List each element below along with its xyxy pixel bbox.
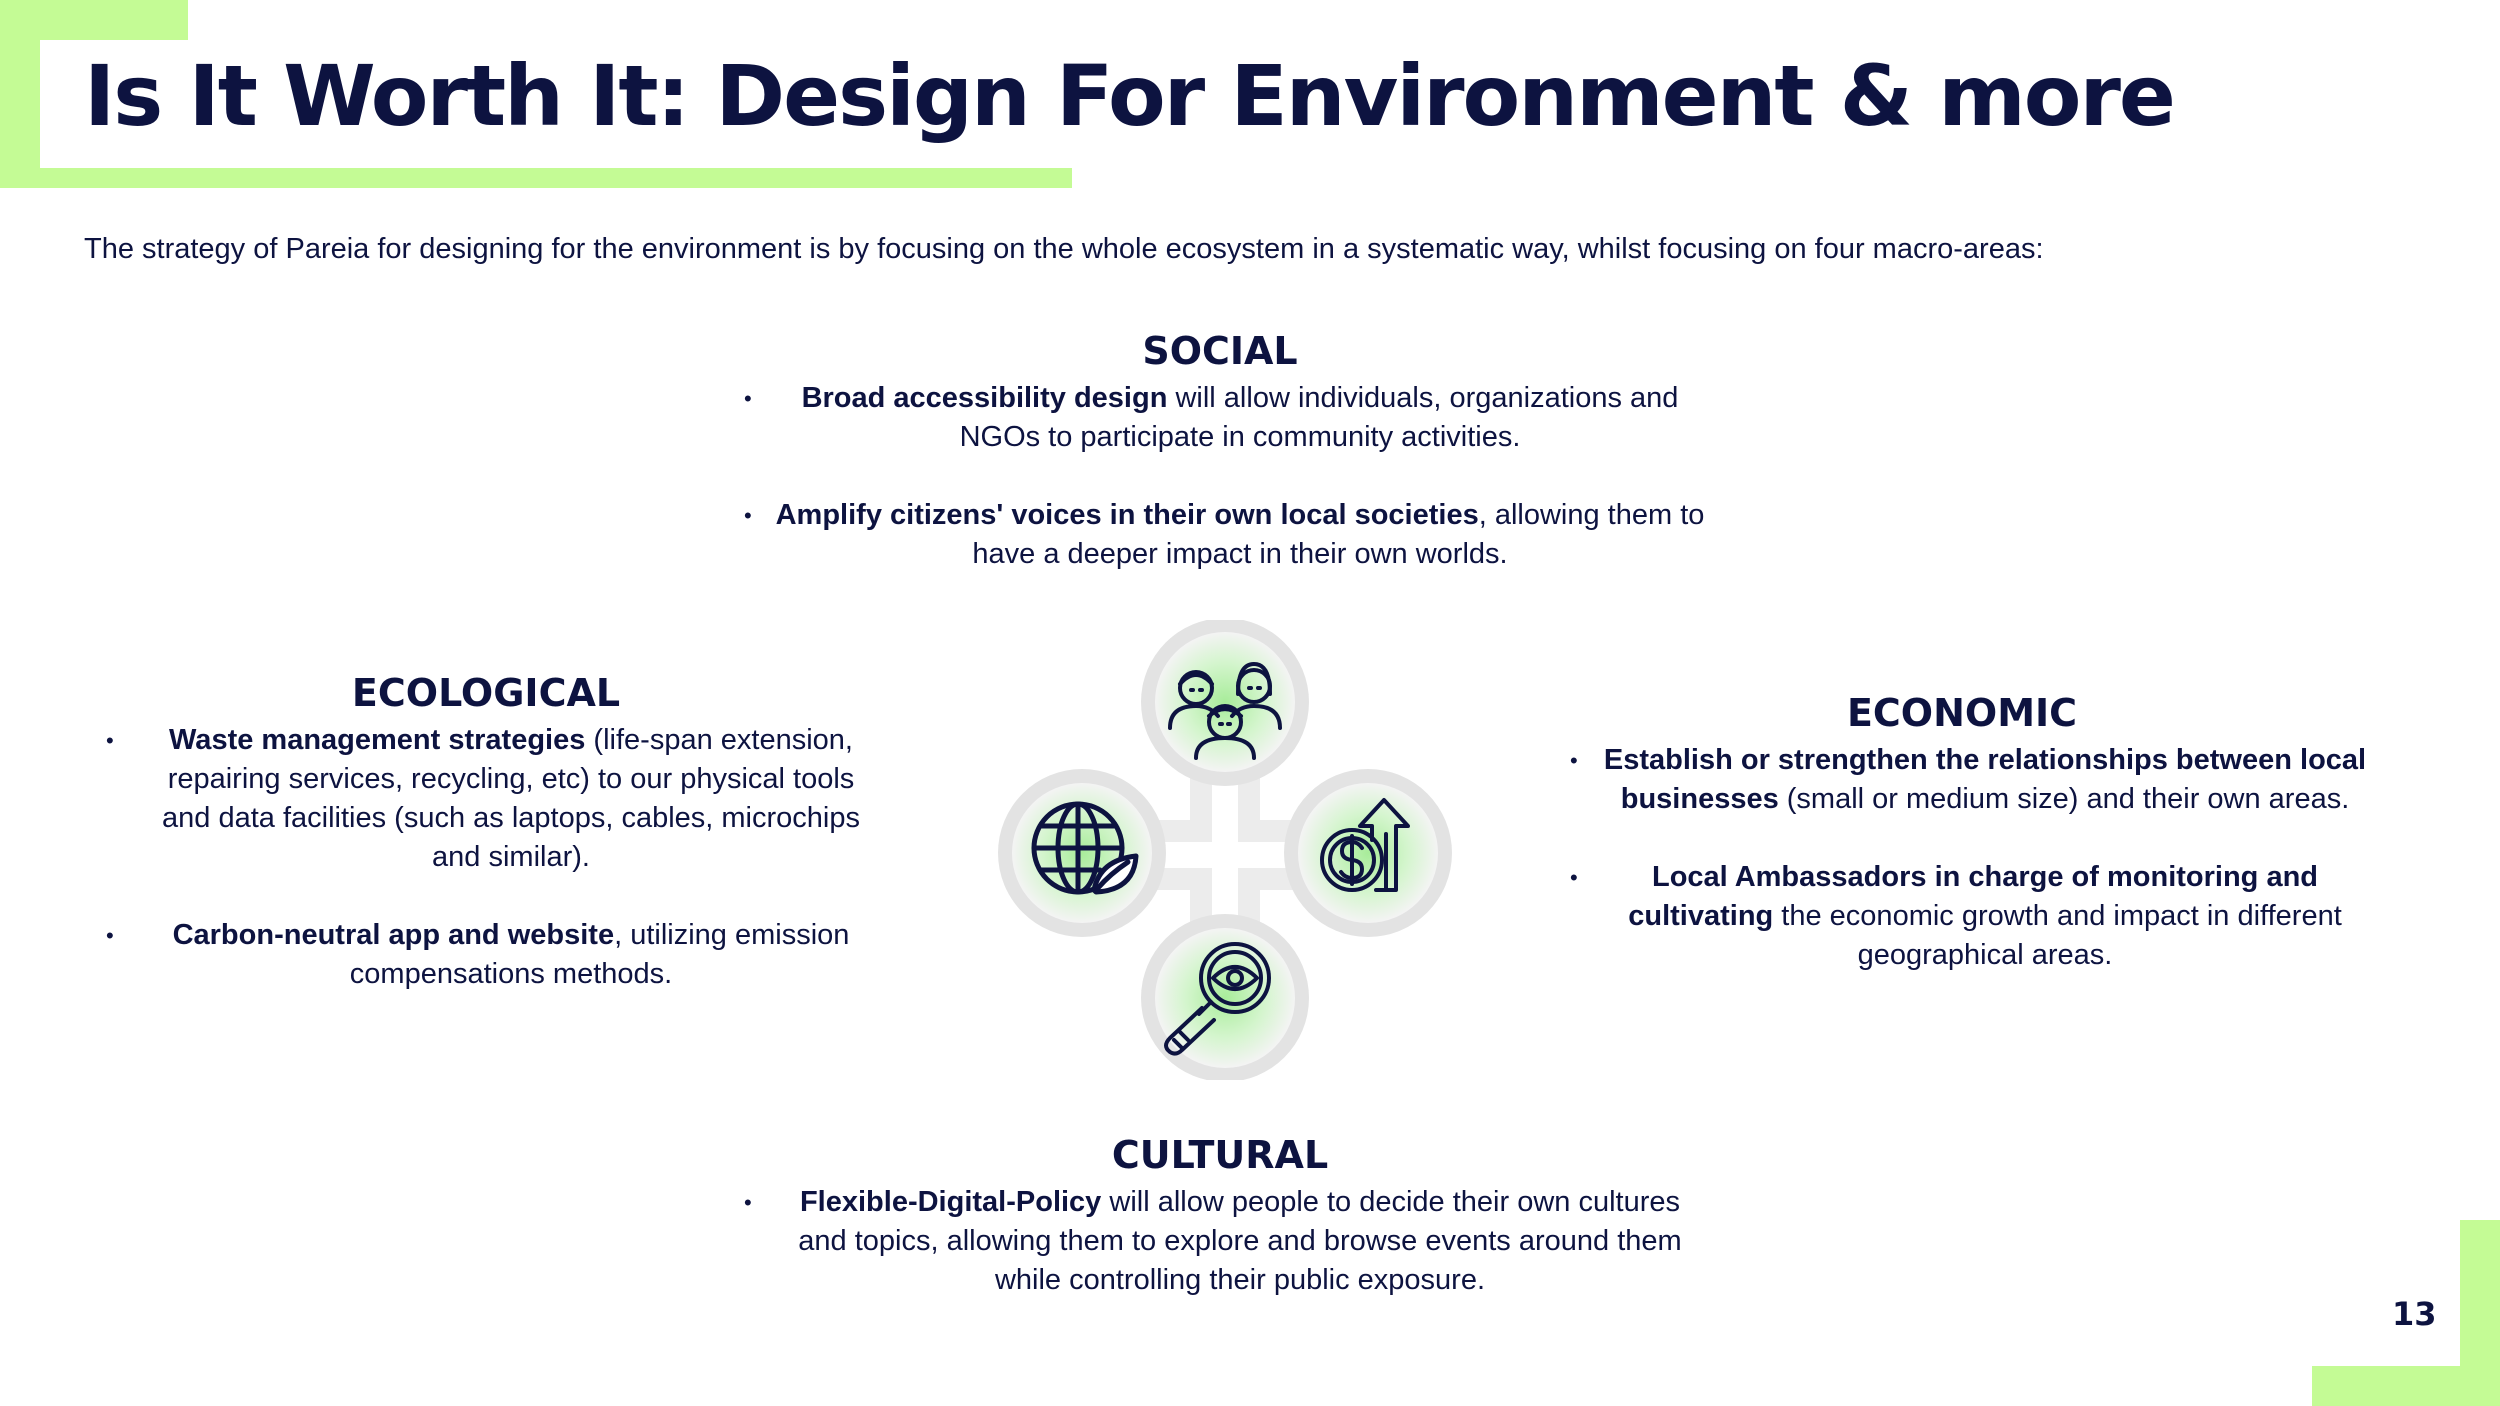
dollar-growth-icon <box>1320 798 1410 892</box>
social-item-2: • Amplify citizens' voices in their own … <box>730 496 1750 574</box>
bottom-right-accent-base <box>2312 1366 2500 1406</box>
ecological-item-1-line2: repairing services, recycling, etc) to o… <box>167 763 855 795</box>
bullet: • <box>106 923 114 948</box>
bullet: • <box>1570 865 1578 890</box>
circle-right <box>1284 769 1452 937</box>
people-group-icon <box>1168 662 1282 760</box>
intro-text: The strategy of Pareia for designing for… <box>84 233 2044 265</box>
circle-bottom <box>1141 914 1309 1082</box>
social-item-1: • Broad accessibility design will allow … <box>730 379 1750 457</box>
economic-item-1-bold: Establish or strengthen the relationship… <box>1603 744 2367 776</box>
social-heading: SOCIAL <box>1142 329 1298 373</box>
title-underline-accent <box>0 168 1072 188</box>
ecological-item-2: • Carbon-neutral app and website, utiliz… <box>96 916 926 994</box>
page-number: 13 <box>2392 1295 2437 1333</box>
bullet: • <box>744 386 752 411</box>
macro-areas-diagram <box>990 618 1460 1082</box>
cultural-list: • Flexible-Digital-Policy will allow peo… <box>730 1183 1750 1300</box>
title-background <box>40 40 1072 168</box>
social-item-2-line2: have a deeper impact in their own worlds… <box>972 538 1508 570</box>
ecological-item-1: • Waste management strategies (life-span… <box>96 721 926 877</box>
slide-title: Is It Worth It: Design For Environment &… <box>84 47 2176 145</box>
cultural-item-1-line3: while controlling their public exposure. <box>994 1264 1486 1296</box>
bullet: • <box>744 503 752 528</box>
cultural-item-1-line2: and topics, allowing them to explore and… <box>798 1225 1682 1257</box>
economic-item-2: • Local Ambassadors in charge of monitor… <box>1560 858 2410 975</box>
social-item-2-bold: Amplify citizens' voices in their own lo… <box>775 499 1479 531</box>
economic-heading: ECONOMIC <box>1846 691 2078 735</box>
social-item-1-line2: NGOs to participate in community activit… <box>959 421 1521 453</box>
bullet: • <box>744 1190 752 1215</box>
economic-item-1: • Establish or strengthen the relationsh… <box>1560 741 2410 819</box>
ecological-item-1-text: (life-span extension, <box>585 724 853 756</box>
economic-item-1-text: (small or medium size) and their own are… <box>1778 783 2350 815</box>
ecological-item-2-line2: compensations methods. <box>349 958 673 990</box>
ecological-item-1-line4: and similar). <box>432 841 590 873</box>
ecological-item-1-line3: and data facilities (such as laptops, ca… <box>162 802 860 834</box>
cultural-item-1-bold: Flexible-Digital-Policy <box>799 1186 1102 1218</box>
ecological-heading: ECOLOGICAL <box>351 671 621 715</box>
magnifier-eye-icon <box>1164 942 1271 1056</box>
economic-item-2-bold: Local Ambassadors in charge of monitorin… <box>1651 861 2319 893</box>
cultural-item-1: • Flexible-Digital-Policy will allow peo… <box>730 1183 1750 1300</box>
cultural-item-1-text: will allow people to decide their own cu… <box>1101 1186 1681 1218</box>
social-list: • Broad accessibility design will allow … <box>730 379 1750 574</box>
circle-top <box>1141 618 1309 786</box>
globe-leaf-icon <box>1031 801 1139 895</box>
ecological-item-2-bold: Carbon-neutral app and website <box>172 919 615 951</box>
social-item-1-bold: Broad accessibility design <box>801 382 1168 414</box>
economic-list: • Establish or strengthen the relationsh… <box>1560 741 2410 975</box>
economic-item-1-bold-2: businesses <box>1620 783 1779 815</box>
social-item-2-text: , allowing them to <box>1478 499 1705 531</box>
social-item-1-text: will allow individuals, organizations an… <box>1167 382 1679 414</box>
economic-item-2-line3: geographical areas. <box>1857 939 2113 971</box>
economic-item-2-text: the economic growth and impact in differ… <box>1773 900 2342 932</box>
circle-left <box>998 769 1166 937</box>
economic-item-2-bold-2: cultivating <box>1628 900 1774 932</box>
ecological-item-1-bold: Waste management strategies <box>169 724 586 756</box>
bullet: • <box>106 728 114 753</box>
ecological-list: • Waste management strategies (life-span… <box>96 721 926 994</box>
ecological-item-2-text: , utilizing emission <box>614 919 850 951</box>
cultural-heading: CULTURAL <box>1111 1133 1329 1177</box>
bullet: • <box>1570 748 1578 773</box>
